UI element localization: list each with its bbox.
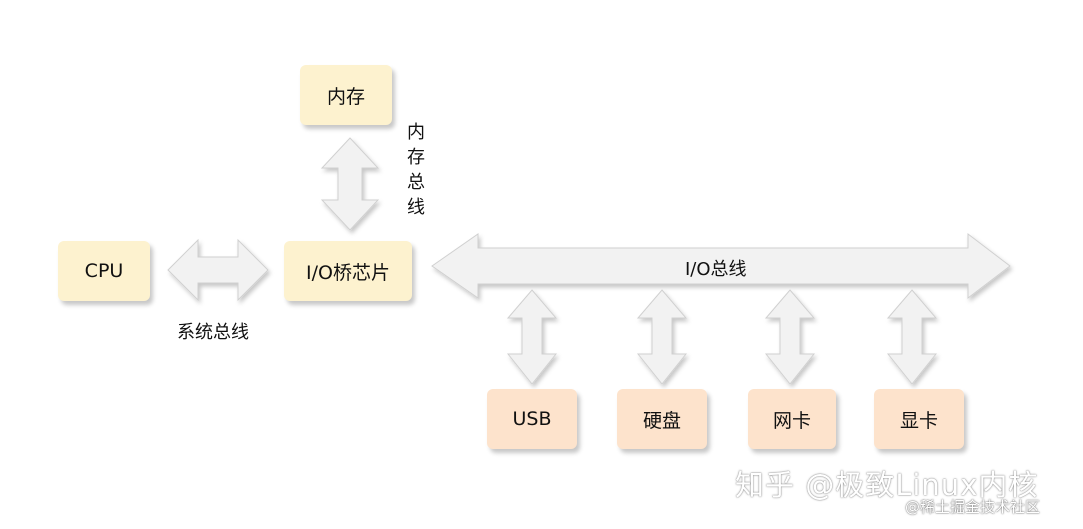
system-bus-label: 系统总线: [177, 322, 249, 343]
nic-label: 网卡: [772, 409, 811, 432]
usb-box: USB: [487, 389, 577, 449]
cpu-box: CPU: [58, 241, 150, 301]
disk-label: 硬盘: [642, 409, 681, 432]
nic-bus-arrow: [764, 289, 816, 385]
zhihu-watermark: 知乎 @极致Linux内核: [735, 468, 1039, 502]
io-bridge-label: I/O桥芯片: [306, 261, 390, 284]
memory-bus-label: 内存总线: [407, 122, 425, 218]
io-bus-arrow: [431, 232, 1011, 300]
memory-label: 内存: [326, 85, 365, 108]
disk-box: 硬盘: [617, 389, 707, 449]
usb-bus-arrow: [506, 289, 558, 385]
nic-box: 网卡: [748, 389, 836, 449]
usb-label: USB: [512, 408, 552, 430]
io-bridge-box: I/O桥芯片: [284, 241, 412, 301]
disk-bus-arrow: [636, 289, 688, 385]
gpu-box: 显卡: [874, 389, 964, 449]
memory-bus-arrow: [320, 137, 380, 231]
io-bus-label: I/O总线: [685, 259, 747, 280]
gpu-bus-arrow: [886, 289, 938, 385]
gpu-label: 显卡: [899, 409, 938, 432]
memory-box: 内存: [300, 65, 392, 125]
juejin-watermark: @稀土掘金技术社区: [905, 498, 1041, 516]
system-bus-arrow: [167, 238, 269, 302]
cpu-label: CPU: [84, 260, 124, 282]
